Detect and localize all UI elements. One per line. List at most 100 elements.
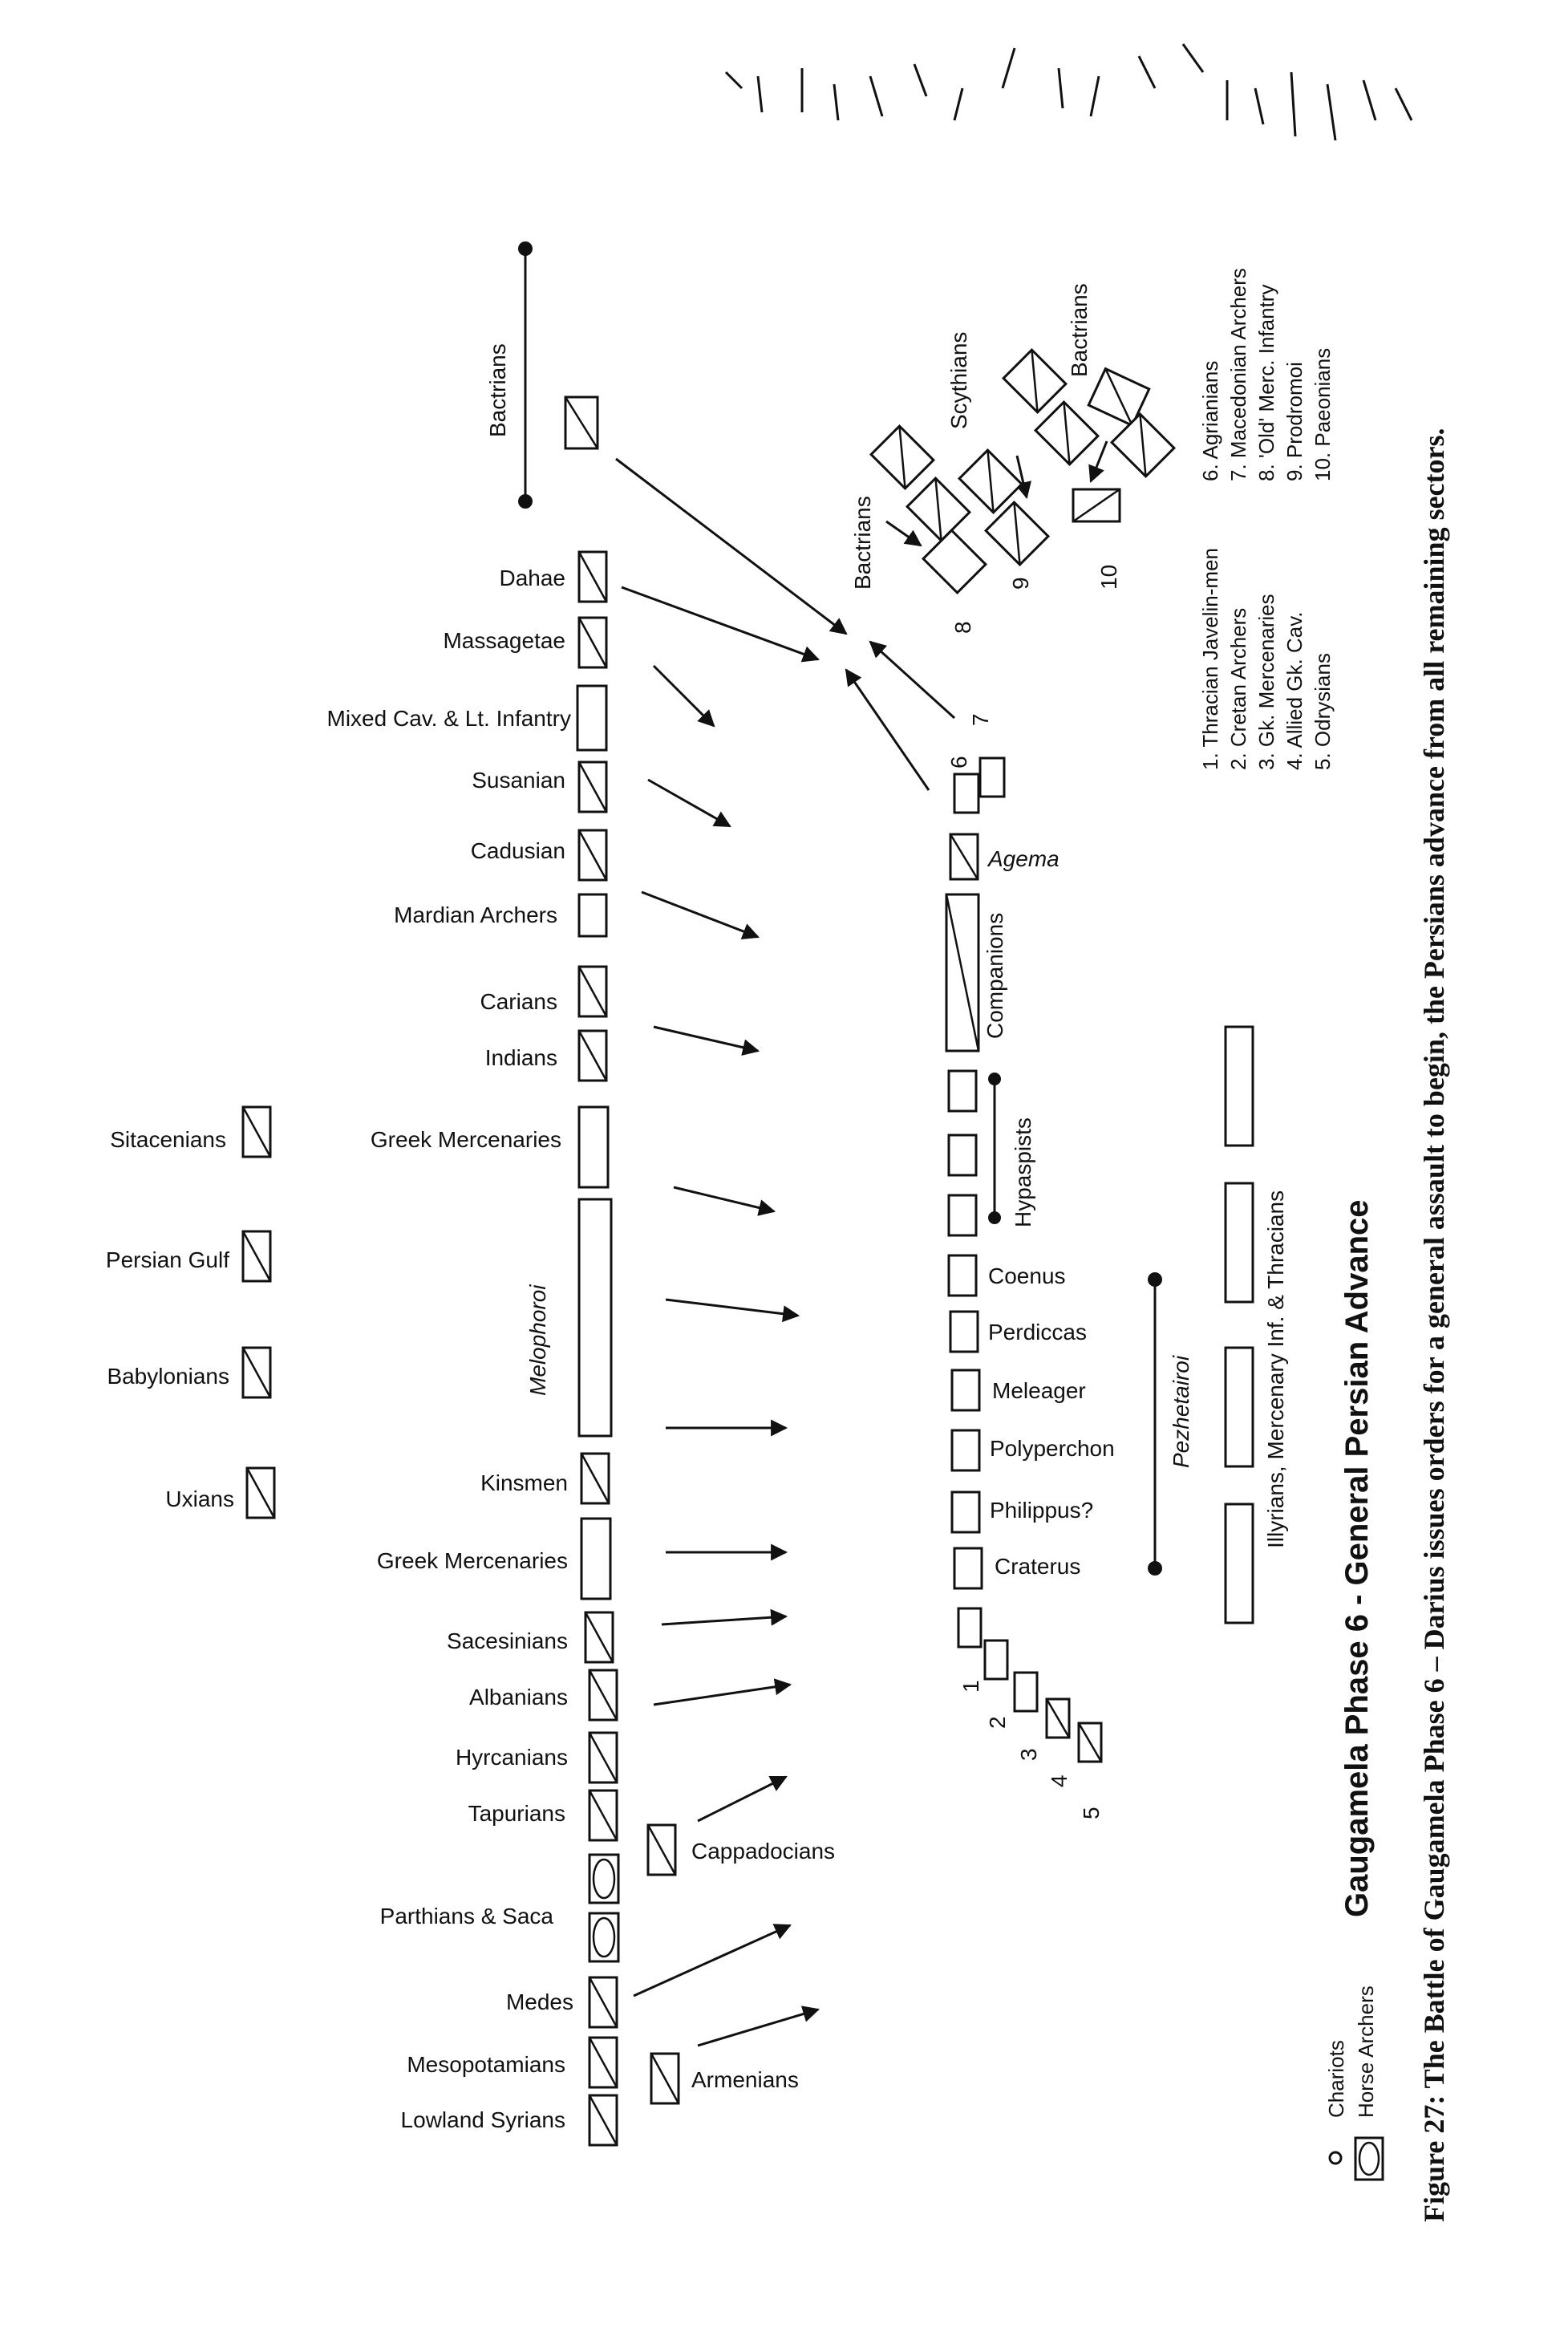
unit-hypaspists-3 <box>947 1194 978 1237</box>
unit-polyperchon <box>950 1429 981 1472</box>
unit-label-dahae: Dahae <box>499 566 565 590</box>
unit-label-parthians: Parthians & Saca <box>380 1904 554 1928</box>
unit-label-mixed: Mixed Cav. & Lt. Infantry <box>327 706 572 731</box>
unit-macedonian-archers <box>978 756 1006 798</box>
unit-hypaspists-1 <box>947 1069 978 1113</box>
key-item-2: 2. Cretan Archers <box>1226 608 1250 770</box>
unit-perdiccas <box>949 1310 979 1353</box>
unit-hypaspists-2 <box>947 1134 978 1177</box>
unit-number-7: 7 <box>968 713 993 726</box>
unit-label-illyrians: Illyrians, Mercenary Inf. & Thracians <box>1263 1190 1288 1548</box>
key-item-5: 5. Odrysians <box>1311 653 1335 770</box>
symbol-legend: Chariots Horse Archers <box>1324 1985 1384 2181</box>
unit-label-greek-merc-2: Greek Mercenaries <box>377 1548 568 1573</box>
unit-gk-mercenaries <box>1013 1671 1039 1713</box>
unit-label-carians: Carians <box>480 989 557 1014</box>
unit-coenus <box>947 1254 978 1297</box>
unit-number-8: 8 <box>950 621 975 634</box>
persian-rear-line: Sitacenians Persian Gulf Babylonians Uxi… <box>106 1105 276 1519</box>
key-item-7: 7. Macedonian Archers <box>1226 268 1250 481</box>
advance-arrows <box>615 440 1108 2047</box>
unit-label-pezhetairoi: Pezhetairoi <box>1169 1355 1193 1468</box>
unit-label-lowland-syrians: Lowland Syrians <box>401 2107 565 2132</box>
unit-melophoroi <box>577 1198 613 1438</box>
unit-label-scythians: Scythians <box>946 332 971 429</box>
unit-label-coenus: Coenus <box>988 1263 1066 1288</box>
unit-label-craterus: Craterus <box>995 1554 1080 1579</box>
unit-label-greek-merc-1: Greek Mercenaries <box>371 1127 561 1152</box>
unit-number-6: 6 <box>946 756 971 769</box>
unit-number-3: 3 <box>1016 1748 1041 1761</box>
key-item-9: 9. Prodromoi <box>1282 362 1307 481</box>
unit-label-philippus: Philippus? <box>990 1498 1093 1523</box>
unit-key: 1. Thracian Javelin-men 2. Cretan Archer… <box>1198 268 1335 770</box>
unit-label-melophoroi: Melophoroi <box>525 1284 550 1396</box>
key-item-10: 10. Paeonians <box>1311 348 1335 481</box>
unit-label-cappadocians: Cappadocians <box>691 1839 835 1864</box>
unit-label-mesopotamians: Mesopotamians <box>407 2052 565 2077</box>
unit-thracian-javelin <box>957 1607 983 1649</box>
unit-label-bactrians-right: Bactrians <box>1067 283 1092 377</box>
unit-mixed <box>576 684 608 752</box>
unit-label-tapurians: Tapurians <box>468 1801 565 1826</box>
unit-label-agema: Agema <box>987 846 1060 871</box>
unit-number-4: 4 <box>1047 1774 1072 1787</box>
unit-label-kinsmen: Kinsmen <box>480 1470 568 1495</box>
unit-label-sacesinians: Sacesinians <box>447 1628 568 1653</box>
figure-caption: Figure 27: The Battle of Gaugamela Phase… <box>1418 428 1450 2222</box>
unit-number-5: 5 <box>1079 1807 1104 1819</box>
horse-archer-symbol-icon <box>1354 2136 1384 2181</box>
unit-mardian <box>577 893 608 938</box>
key-item-8: 8. 'Old' Merc. Infantry <box>1254 285 1278 481</box>
unit-number-10: 10 <box>1096 565 1121 590</box>
unit-greek-merc-2 <box>580 1517 612 1600</box>
key-item-1: 1. Thracian Javelin-men <box>1198 548 1222 770</box>
unit-second-line-2 <box>1224 1346 1254 1468</box>
unit-agrianians <box>953 773 980 814</box>
unit-label-perdiccas: Perdiccas <box>988 1320 1087 1344</box>
unit-label-persian-gulf: Persian Gulf <box>106 1247 229 1272</box>
unit-label-armenians: Armenians <box>691 2067 799 2092</box>
legend-chariots: Chariots <box>1324 2040 1348 2118</box>
unit-label-susanian: Susanian <box>472 768 565 793</box>
unit-philippus <box>950 1490 981 1534</box>
macedonian-right-wing: Bactrians Scythians Bactrians 8 9 10 7 6 <box>850 283 1177 814</box>
unit-second-line-4 <box>1224 1025 1254 1147</box>
unit-label-uxians: Uxians <box>165 1486 234 1511</box>
key-item-3: 3. Gk. Mercenaries <box>1254 594 1278 770</box>
unit-second-line-3 <box>1224 1182 1254 1304</box>
unit-label-cadusian: Cadusian <box>471 838 565 863</box>
unit-label-albanians: Albanians <box>469 1685 568 1709</box>
unit-greek-merc-1 <box>577 1105 610 1189</box>
unit-label-massagetae: Massagetae <box>443 628 565 653</box>
diagram-title: Gaugamela Phase 6 - General Persian Adva… <box>1339 1200 1375 1918</box>
unit-label-hyrcanians: Hyrcanians <box>456 1745 568 1770</box>
unit-number-2: 2 <box>985 1716 1010 1729</box>
unit-label-babylonians: Babylonians <box>107 1364 229 1389</box>
unit-label-polyperchon: Polyperchon <box>990 1436 1115 1461</box>
unit-label-companions: Companions <box>983 913 1007 1039</box>
unit-second-line-1 <box>1224 1503 1254 1624</box>
persian-front-line: Bactrians Dahae Massagetae Mixed Cav. & … <box>327 241 835 2147</box>
unit-label-indians: Indians <box>485 1045 557 1070</box>
unit-label-hypaspists: Hypaspists <box>1011 1117 1035 1227</box>
unit-number-1: 1 <box>958 1680 983 1693</box>
unit-label-bactrians-persian: Bactrians <box>485 343 510 437</box>
unit-label-mardian: Mardian Archers <box>394 902 557 927</box>
macedonian-main-line: Agema Companions Hypaspists Coenus Perdi… <box>945 833 1288 1819</box>
unit-old-merc-infantry <box>921 528 988 595</box>
legend-horse-archers: Horse Archers <box>1354 1985 1378 2118</box>
unit-meleager <box>950 1369 981 1412</box>
chariot-symbol-icon <box>1328 2151 1343 2165</box>
unit-label-meleager: Meleager <box>992 1378 1086 1403</box>
unit-label-sitacenians: Sitacenians <box>110 1127 226 1152</box>
unit-craterus <box>953 1547 983 1590</box>
unit-label-medes: Medes <box>506 1989 573 2014</box>
unit-cretan-archers <box>983 1639 1009 1681</box>
unit-label-bactrians-left: Bactrians <box>850 496 875 590</box>
terrain-ticks <box>724 43 1413 141</box>
key-item-4: 4. Allied Gk. Cav. <box>1282 612 1307 771</box>
unit-number-9: 9 <box>1008 577 1033 590</box>
key-item-6: 6. Agrianians <box>1198 361 1222 481</box>
